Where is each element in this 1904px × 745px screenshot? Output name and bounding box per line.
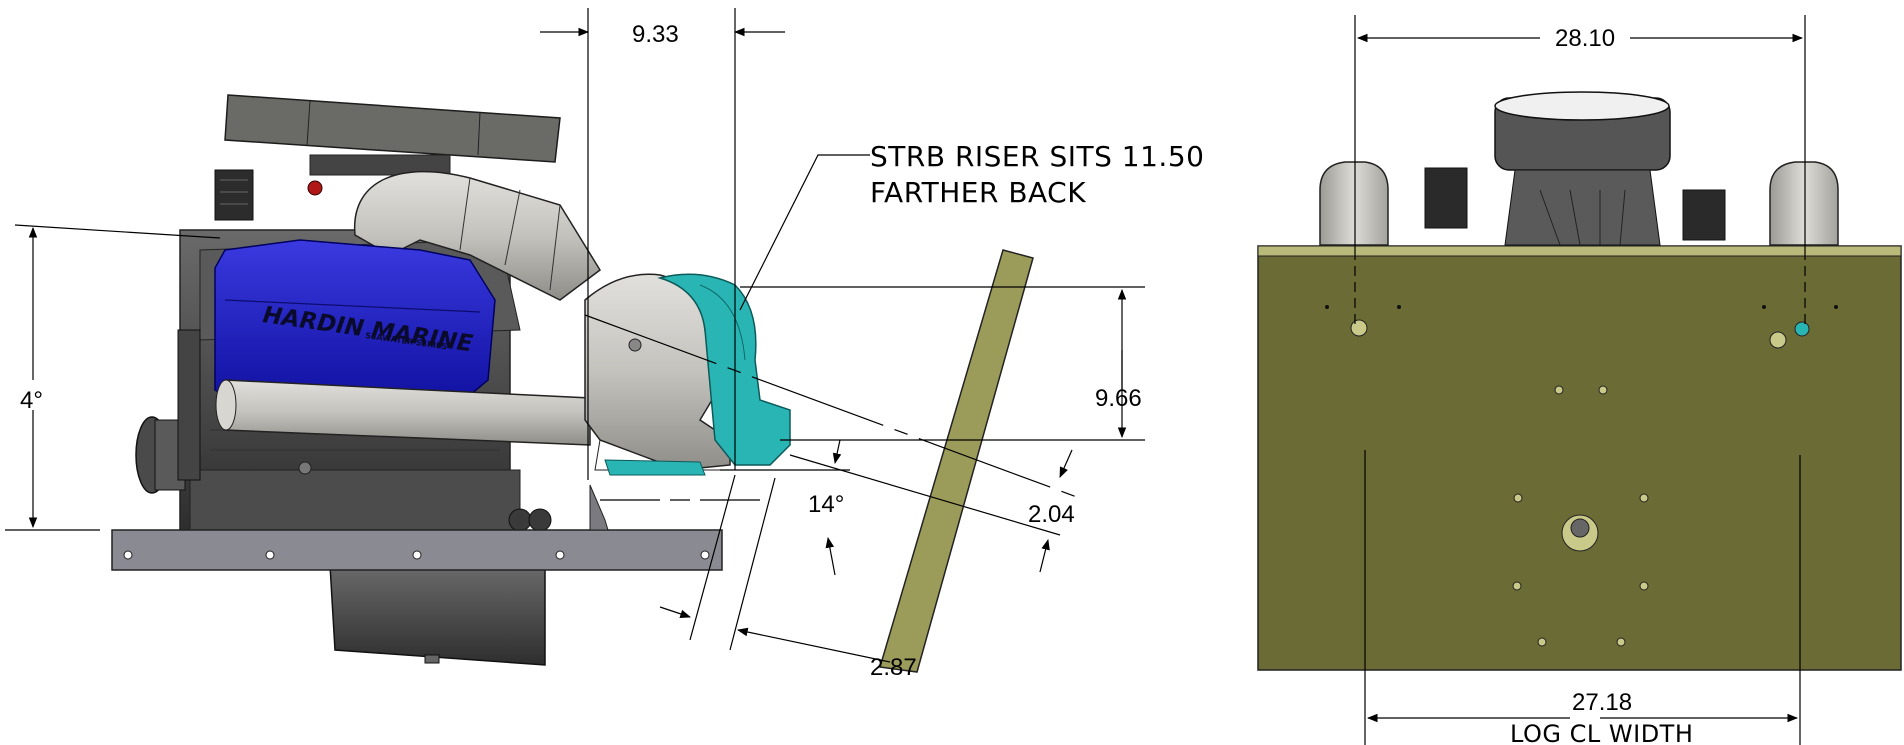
angle-left-label: 4° (20, 387, 43, 414)
teal-riser (604, 273, 791, 476)
front-pulley (135, 329, 201, 494)
side-view: HARDIN MARINE SEAWATER SERIES (5, 8, 1204, 681)
rear-transom-panel (1257, 245, 1902, 671)
side-dimension-lines (5, 8, 1145, 663)
dim-top-side: 9.33 (632, 21, 679, 48)
upper-exhaust-pipe (354, 170, 601, 301)
log-pipe (215, 379, 591, 446)
rear-dimension-lines (1354, 15, 1806, 745)
dim-bottom-rear-label: LOG CL WIDTH (1510, 720, 1693, 745)
angle-exhaust-label: 14° (808, 491, 844, 518)
dim-transom-label: 2.87 (870, 654, 917, 681)
dim-bottom-rear: 27.18 (1572, 689, 1632, 716)
rear-engine-top (1319, 91, 1839, 246)
oil-pan (329, 564, 546, 666)
dim-top-rear: 28.10 (1555, 25, 1615, 52)
dim-offset-label: 2.04 (1028, 501, 1075, 528)
rear-view: 28.10 27.18 LOG CL WIDTH (1257, 15, 1902, 745)
blue-manifold: HARDIN MARINE SEAWATER SERIES (214, 239, 496, 406)
dim-top-rear-bg (1546, 22, 1626, 50)
engine-mount-rail (111, 484, 723, 571)
transom-board (879, 249, 1034, 673)
red-cap (307, 180, 323, 196)
note-riser-line2: FARTHER BACK (870, 176, 1086, 209)
note-riser-line1: STRB RISER SITS 11.50 (870, 140, 1204, 173)
air-cleaner (224, 94, 561, 176)
dim-bottom-label-bg (1506, 720, 1706, 745)
dim-vertical-riser: 9.66 (1095, 385, 1142, 412)
flame-arrestor-left (214, 169, 254, 221)
